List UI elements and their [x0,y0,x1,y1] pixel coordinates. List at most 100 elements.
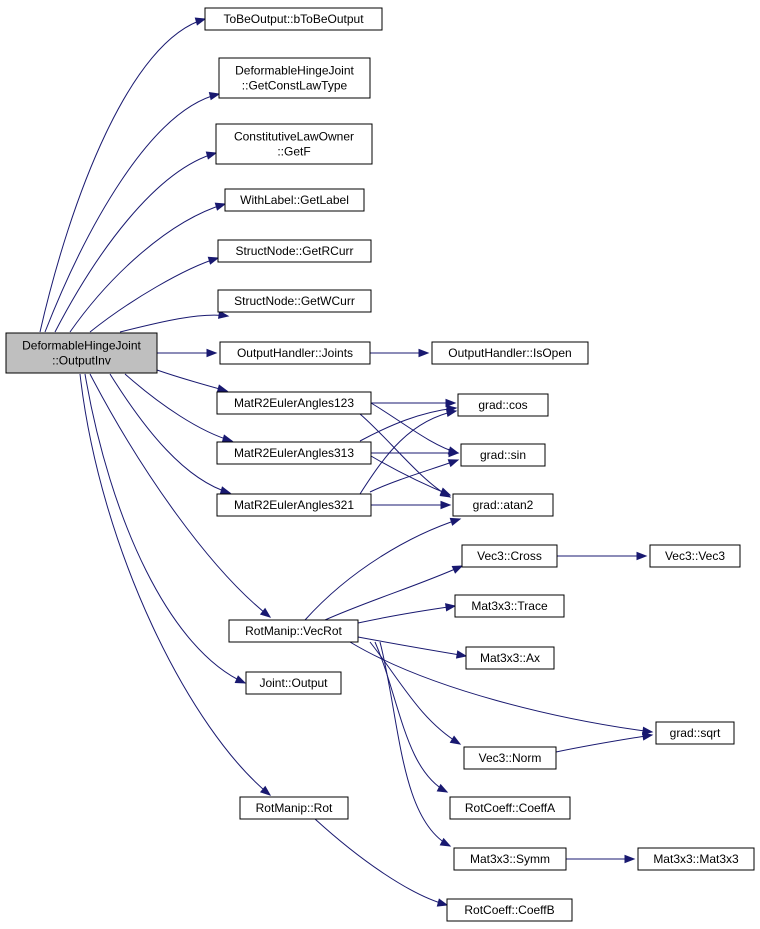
node-tobe[interactable]: ToBeOutput::bToBeOutput [204,7,383,31]
node-output[interactable]: Joint::Output [245,671,342,695]
edge-line [314,818,448,906]
arrowhead-icon [455,650,468,659]
arrowhead-icon [642,726,654,735]
edge-root-to-rot [79,373,272,796]
arrowhead-icon [219,486,232,495]
node-box [217,289,372,313]
node-getlabel[interactable]: WithLabel::GetLabel [224,188,365,212]
node-label: ::OutputInv [52,354,111,368]
node-box [245,671,342,695]
arrowhead-icon [259,785,272,796]
node-label: OutputHandler::IsOpen [448,346,571,360]
node-atan2[interactable]: grad::atan2 [452,493,554,517]
arrowhead-icon [205,151,218,160]
node-getf[interactable]: ConstitutiveLawOwner::GetF [215,123,373,165]
edge-root-to-getwcurr [119,310,230,333]
node-getrcurr[interactable]: StructNode::GetRCurr [217,239,372,263]
edge-line [69,203,226,333]
node-label: ::GetF [277,145,310,159]
node-box [453,847,567,871]
arrowhead-icon [221,434,234,443]
node-label: grad::cos [478,398,527,412]
node-rot[interactable]: RotManip::Rot [239,796,349,820]
node-trace[interactable]: Mat3x3::Trace [454,594,565,618]
edge-line [357,636,467,657]
node-constlaw[interactable]: DeformableHingeJoint::GetConstLawType [218,57,371,99]
node-box [204,7,383,31]
node-box [452,493,554,517]
edge-root-to-constlaw [44,92,221,333]
node-label: DeformableHingeJoint [22,339,141,353]
node-norm[interactable]: Vec3::Norm [463,746,557,770]
node-label: Vec3::Vec3 [665,549,725,563]
node-box [228,619,359,643]
edge-root-to-joints [157,348,218,358]
node-coeffa[interactable]: RotCoeff::CoeffA [449,796,571,820]
node-box [5,332,158,374]
arrowhead-icon [445,408,458,417]
node-box [431,341,589,365]
node-sqrt[interactable]: grad::sqrt [655,721,735,745]
node-symm[interactable]: Mat3x3::Symm [453,847,567,871]
node-label: StructNode::GetRCurr [235,244,353,258]
node-mr321[interactable]: MatR2EulerAngles321 [216,493,372,517]
node-joints[interactable]: OutputHandler::Joints [219,341,371,365]
edge-vecrot-to-coeffa [374,641,449,793]
arrowhead-icon [440,500,452,510]
node-cos[interactable]: grad::cos [457,393,549,417]
node-label: Vec3::Cross [477,549,542,563]
edge-root-to-getf [54,151,218,333]
node-label: Vec3::Norm [479,751,542,765]
edge-line [84,373,246,684]
node-label: WithLabel::GetLabel [240,193,349,207]
edge-line [379,641,451,847]
edge-vecrot-to-atan2 [304,517,462,621]
node-label: OutputHandler::Joints [237,346,353,360]
node-box [216,493,372,517]
arrowhead-icon [449,735,462,745]
edge-symm-to-mat3x3 [566,854,636,864]
node-box [224,188,365,212]
edge-root-to-vecrot [89,373,272,618]
edge-line [109,373,231,494]
edge-mr123-to-sin [370,402,460,455]
edge-mr313-to-cos [359,404,458,442]
arrowhead-icon [439,487,452,496]
node-isopen[interactable]: OutputHandler::IsOpen [431,341,589,365]
node-sin[interactable]: grad::sin [460,443,546,467]
node-box [216,391,372,415]
node-box [649,544,741,568]
edge-line [54,152,217,333]
edge-line [39,18,206,333]
node-label: grad::sqrt [670,726,721,740]
node-mr313[interactable]: MatR2EulerAngles313 [216,441,372,465]
edge-rot-to-coeffb [314,818,449,907]
node-vecrot[interactable]: RotManip::VecRot [228,619,359,643]
call-nodes: DeformableHingeJoint::OutputInv ToBeOutpu… [5,7,755,922]
node-box [449,796,571,820]
arrowhead-icon [641,732,654,741]
edge-line [374,641,448,793]
node-box [219,341,371,365]
edge-root-to-mr123 [156,369,229,393]
edge-root-to-getlabel [69,202,227,333]
node-box [465,646,555,670]
node-cross[interactable]: Vec3::Cross [461,544,558,568]
node-label: Joint::Output [259,676,328,690]
node-coeffb[interactable]: RotCoeff::CoeffB [446,898,573,922]
node-mat3x3[interactable]: Mat3x3::Mat3x3 [637,847,755,871]
edge-line [304,518,461,621]
node-vec3[interactable]: Vec3::Vec3 [649,544,741,568]
node-mr123[interactable]: MatR2EulerAngles123 [216,391,372,415]
edge-mr321-to-sin [369,459,460,493]
node-ax[interactable]: Mat3x3::Ax [465,646,555,670]
node-root[interactable]: DeformableHingeJoint::OutputInv [5,332,158,374]
node-label: RotCoeff::CoeffA [465,801,555,815]
edge-line [156,369,228,392]
edge-root-to-output [84,373,247,684]
node-getwcurr[interactable]: StructNode::GetWCurr [217,289,372,313]
node-label: RotManip::VecRot [245,624,342,638]
arrowhead-icon [447,459,460,468]
edge-mr321-to-atan2 [371,500,452,510]
